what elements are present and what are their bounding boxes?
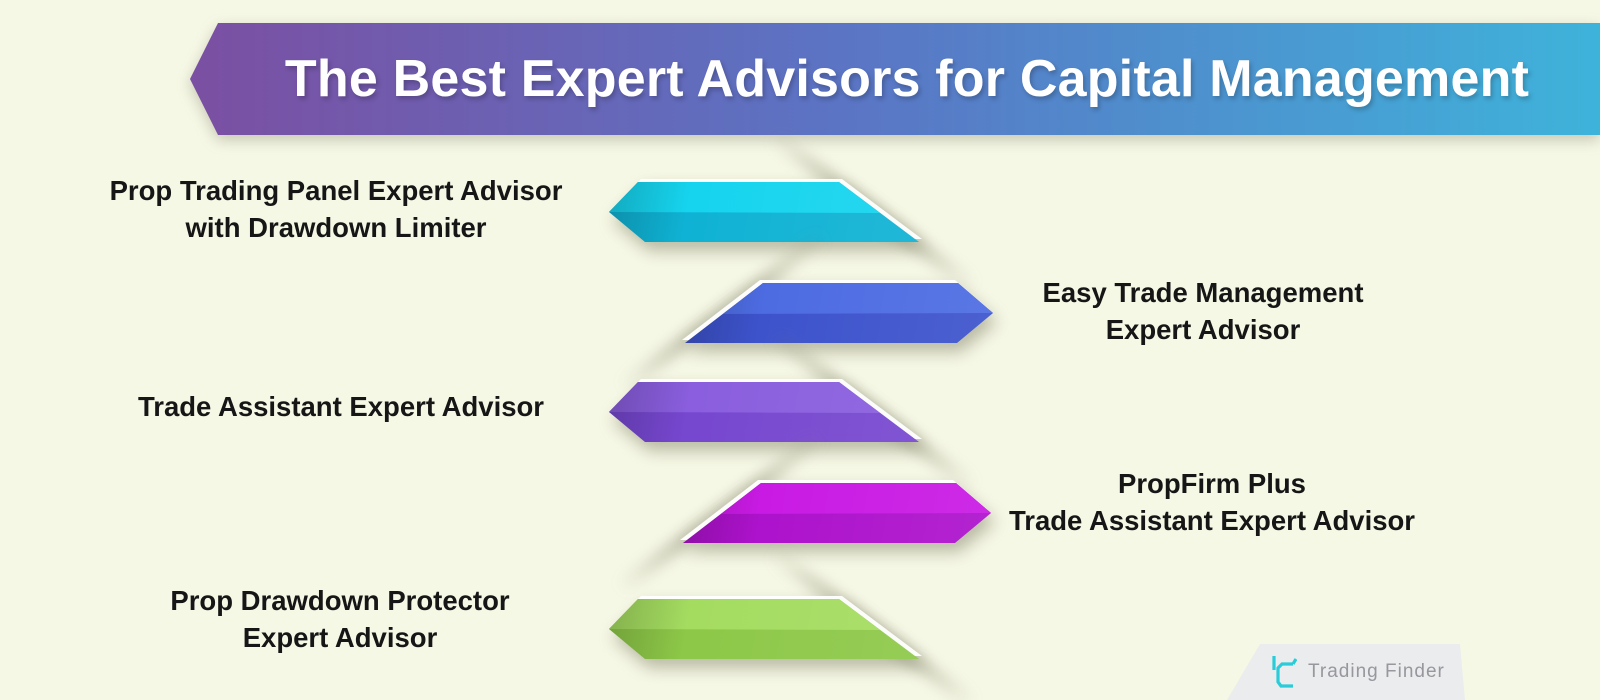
- trading-finder-logo-text: Trading Finder: [1308, 661, 1445, 682]
- advisor-label-4: PropFirm Plus Trade Assistant Expert Adv…: [1008, 468, 1415, 536]
- trading-finder-logo-icon: [1272, 656, 1297, 688]
- title-banner-shape: The Best Expert Advisors for Capital Man…: [190, 23, 1600, 135]
- ribbon-shape: [680, 480, 993, 543]
- ribbon-green: [609, 545, 980, 700]
- title-banner: The Best Expert Advisors for Capital Man…: [190, 23, 1600, 135]
- ribbon-magenta: [614, 429, 993, 596]
- advisor-label-2: Easy Trade Management Expert Advisor: [1042, 277, 1364, 345]
- ribbon-purple: [609, 328, 980, 495]
- ribbon-shape: [609, 379, 922, 442]
- advisor-label-1: Prop Trading Panel Expert Advisor with D…: [109, 175, 563, 243]
- ribbon-blue: [616, 229, 995, 396]
- ribbon-cyan: [609, 128, 980, 295]
- trading-finder-logo: Trading Finder: [1227, 644, 1465, 700]
- page-title: The Best Expert Advisors for Capital Man…: [284, 50, 1530, 108]
- ribbon-shape: [682, 280, 995, 343]
- advisor-label-3: Trade Assistant Expert Advisor: [137, 391, 544, 422]
- ribbon-shape: [609, 596, 922, 659]
- advisor-label-5: Prop Drawdown Protector Expert Advisor: [170, 585, 510, 653]
- ribbon-shape: [609, 179, 922, 242]
